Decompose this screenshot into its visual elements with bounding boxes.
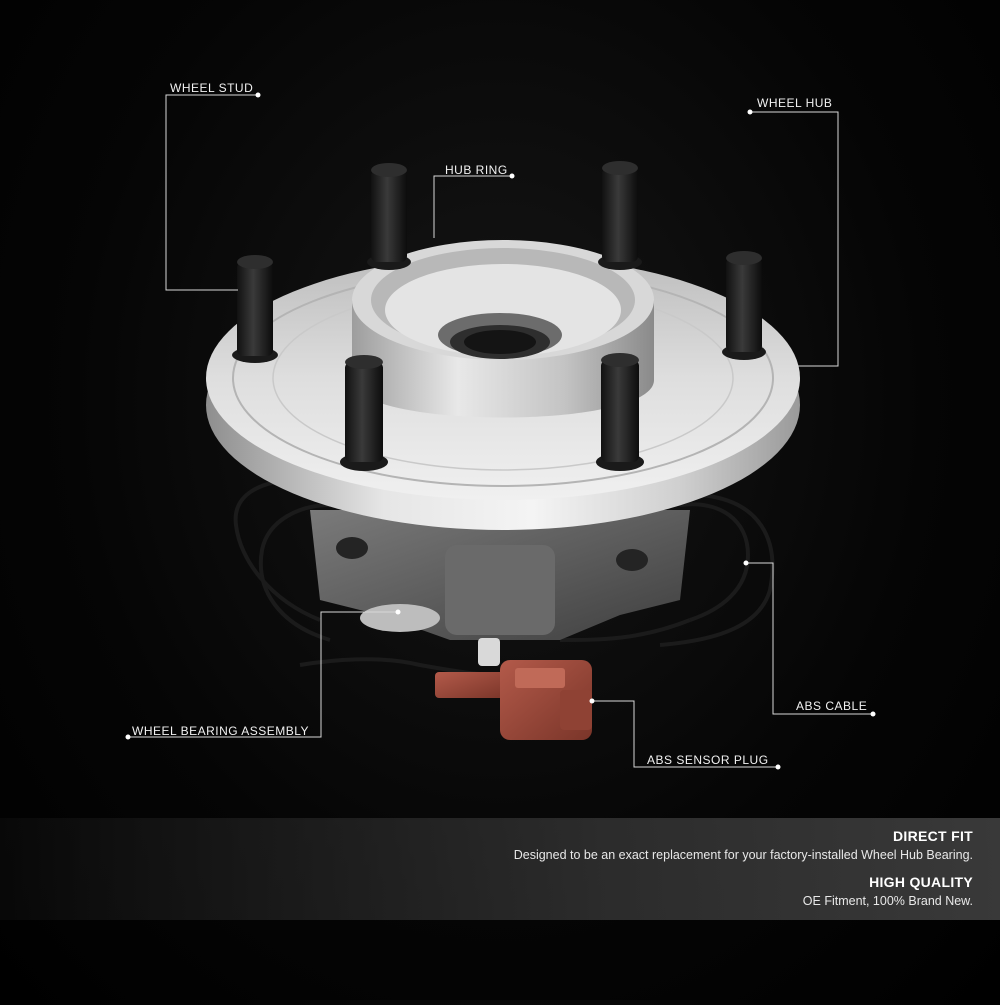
callout-hub-ring: HUB RING [445, 163, 508, 177]
callout-abs-sensor-plug: ABS SENSOR PLUG [647, 753, 769, 767]
wheel-studs [232, 161, 766, 471]
feature-band [0, 818, 1000, 920]
abs-cable [233, 478, 775, 677]
feature-title-direct-fit: DIRECT FIT [893, 828, 973, 844]
wheel-stud-3 [598, 161, 642, 270]
feature-description-high-quality: OE Fitment, 100% Brand New. [802, 894, 973, 908]
leader-lines [128, 94, 873, 768]
wheel-stud-6 [596, 353, 644, 471]
wheel-stud-2 [367, 163, 411, 270]
callout-wheel-bearing-assembly: WHEEL BEARING ASSEMBLY [132, 724, 310, 738]
callout-wheel-hub: WHEEL HUB [757, 96, 833, 110]
bearing-housing [310, 510, 690, 640]
callout-abs-cable: ABS CABLE [796, 699, 868, 713]
abs-sensor-plug [435, 638, 592, 740]
leader-dots [125, 92, 876, 770]
wheel-stud-1 [232, 255, 278, 363]
wheel-stud-5 [340, 355, 388, 471]
hub-ring [352, 240, 654, 418]
callout-wheel-stud: WHEEL STUD [170, 81, 254, 95]
feature-title-high-quality: HIGH QUALITY [869, 874, 973, 890]
wheel-stud-4 [722, 251, 766, 360]
feature-description-direct-fit: Designed to be an exact replacement for … [513, 848, 973, 862]
